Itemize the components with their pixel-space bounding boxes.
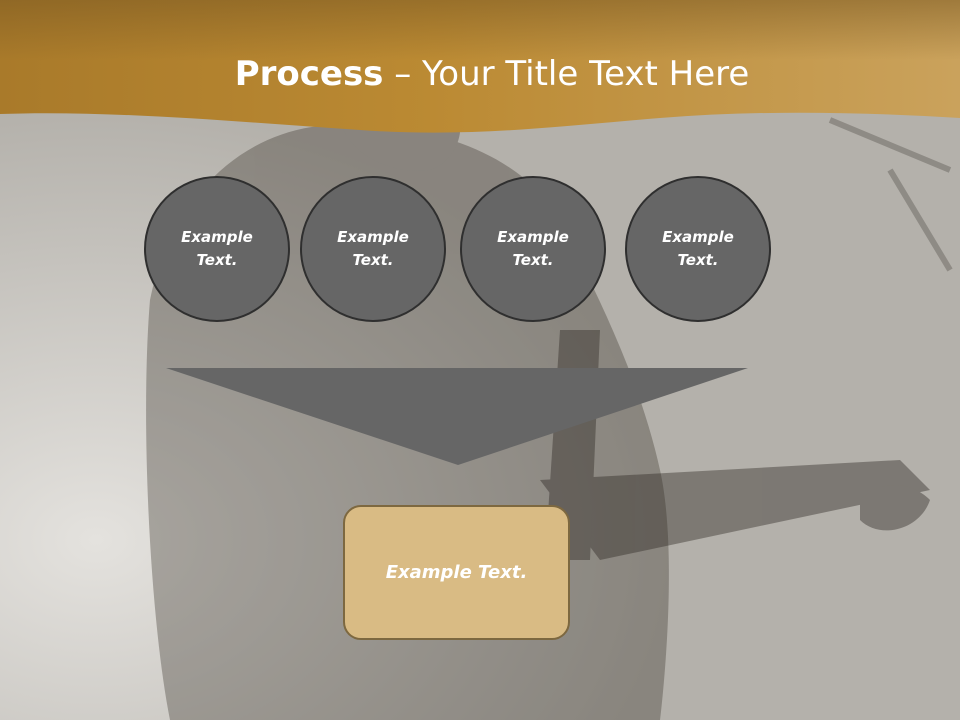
- slide-title: Process – Your Title Text Here: [0, 52, 960, 96]
- step-label: Example Text.: [181, 228, 253, 269]
- title-rest: – Your Title Text Here: [383, 54, 750, 94]
- step-label: Example Text.: [337, 228, 409, 269]
- step-circle-1: Example Text.: [144, 176, 290, 322]
- title-bold: Process: [234, 54, 384, 94]
- step-circle-4: Example Text.: [625, 176, 771, 322]
- step-label: Example Text.: [497, 228, 569, 269]
- step-label: Example Text.: [662, 228, 734, 269]
- result-box: Example Text.: [343, 505, 570, 640]
- result-label: Example Text.: [385, 562, 528, 583]
- step-circle-2: Example Text.: [300, 176, 446, 322]
- step-circle-3: Example Text.: [460, 176, 606, 322]
